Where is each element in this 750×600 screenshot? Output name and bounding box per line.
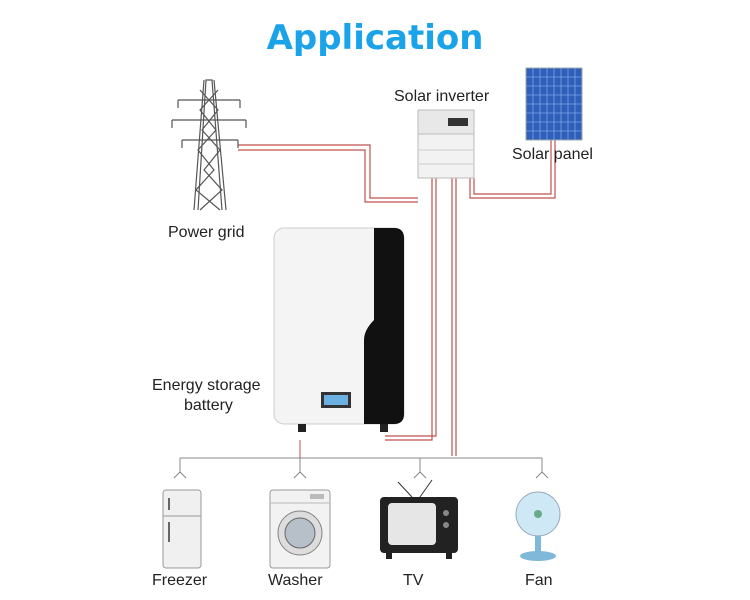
tv-icon bbox=[380, 479, 458, 559]
washer-icon bbox=[269, 489, 331, 569]
wire-panel-inverter-2 bbox=[473, 140, 552, 195]
wire-grid-inverter-2 bbox=[238, 149, 418, 203]
freezer-icon bbox=[162, 489, 202, 569]
power-grid-label: Power grid bbox=[168, 224, 245, 241]
solar-panel-icon bbox=[525, 67, 583, 141]
battery-label-line2: battery bbox=[184, 397, 233, 414]
power-grid-icon bbox=[171, 79, 247, 211]
battery-icon bbox=[273, 227, 405, 432]
appliance-label-freezer: Freezer bbox=[152, 572, 208, 589]
appliance-label-washer: Washer bbox=[268, 572, 323, 589]
solar-inverter-label: Solar inverter bbox=[394, 88, 490, 105]
wires bbox=[238, 140, 556, 456]
battery-label-line1: Energy storage bbox=[152, 377, 261, 394]
wire-inverter-battery-2 bbox=[385, 178, 437, 437]
solar-panel-label: Solar panel bbox=[512, 146, 593, 163]
appliance-label-tv: TV bbox=[403, 572, 424, 589]
fan-icon bbox=[515, 491, 561, 561]
solar-inverter-icon bbox=[417, 109, 475, 179]
wire-inverter-battery bbox=[385, 178, 433, 441]
wire-panel-inverter bbox=[469, 140, 556, 199]
distribution-bus bbox=[173, 440, 549, 479]
wire-grid-inverter bbox=[238, 144, 418, 199]
appliance-label-fan: Fan bbox=[525, 572, 553, 589]
page-title: Application bbox=[266, 18, 484, 58]
